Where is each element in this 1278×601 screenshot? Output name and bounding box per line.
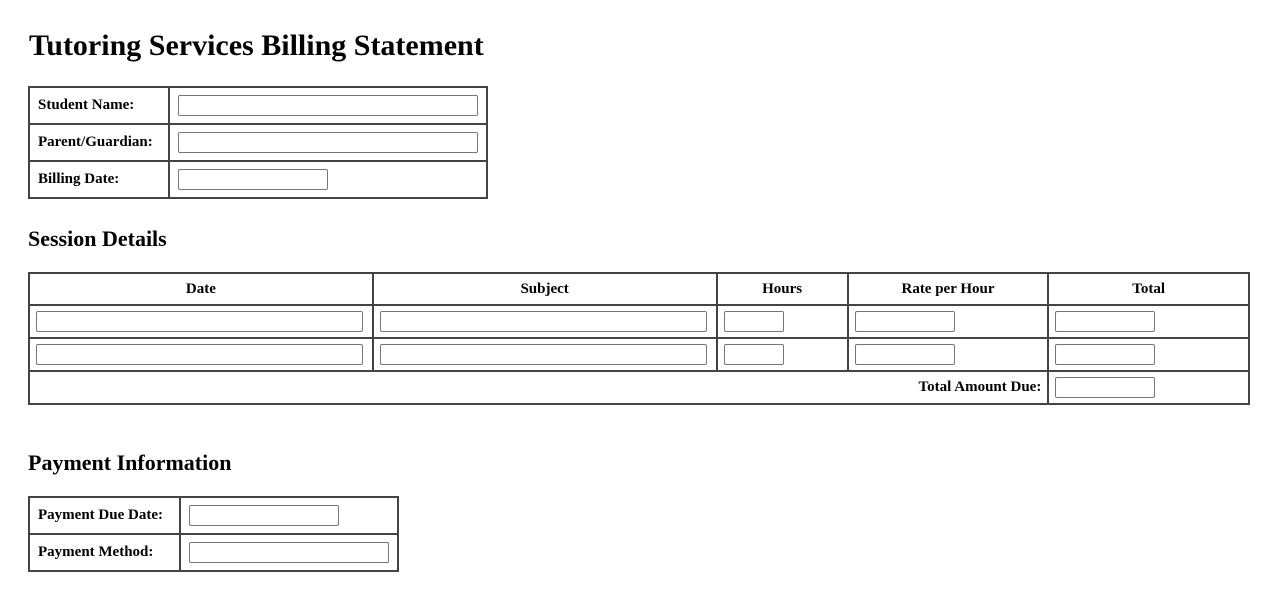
date-cell [28,304,374,339]
billing-date-row: Billing Date: [28,160,488,199]
parent-guardian-row: Parent/Guardian: [28,123,488,162]
session-subject-input[interactable] [379,344,707,365]
student-name-row: Student Name: [28,86,488,125]
session-header-row: Date Subject Hours Rate per Hour Total [28,272,1250,306]
total-amount-due-label: Total Amount Due: [27,370,1050,405]
parent-guardian-input[interactable] [178,132,478,153]
session-details-heading: Session Details [28,226,167,251]
student-name-input[interactable] [178,95,478,116]
payment-due-date-cell [179,496,399,535]
rate-cell [846,337,1050,372]
column-header-hours: Hours [715,272,849,306]
student-name-label: Student Name: [28,86,170,125]
session-total-input[interactable] [1055,344,1156,365]
total-due-row: Total Amount Due: [27,370,1250,405]
parent-guardian-cell [168,123,488,162]
session-row [28,337,1250,372]
payment-method-input[interactable] [189,542,389,563]
rate-cell [846,304,1050,339]
payment-method-cell [179,533,399,572]
session-hours-input[interactable] [723,344,784,365]
payment-method-row: Payment Method: [28,533,399,572]
session-date-input[interactable] [36,311,363,332]
total-cell [1047,304,1250,339]
payment-due-date-row: Payment Due Date: [28,496,399,535]
student-name-cell [168,86,488,125]
session-total-input[interactable] [1055,311,1156,332]
session-subject-input[interactable] [379,311,707,332]
session-hours-input[interactable] [723,311,784,332]
payment-due-date-label: Payment Due Date: [28,496,181,535]
billing-date-label: Billing Date: [28,160,170,199]
total-amount-due-cell [1047,370,1250,405]
subject-cell [371,304,718,339]
page-title: Tutoring Services Billing Statement [29,29,484,62]
hours-cell [715,337,849,372]
payment-due-date-input[interactable] [189,505,339,526]
session-row [28,304,1250,339]
billing-date-input[interactable] [178,169,328,190]
session-rate-input[interactable] [854,311,955,332]
column-header-rate: Rate per Hour [846,272,1050,306]
column-header-total: Total [1047,272,1250,306]
payment-info-table: Payment Due Date: Payment Method: [28,496,399,572]
session-rate-input[interactable] [854,344,955,365]
column-header-date: Date [28,272,374,306]
hours-cell [715,304,849,339]
student-info-table: Student Name: Parent/Guardian: Billing D… [28,86,488,199]
session-date-input[interactable] [36,344,363,365]
total-amount-due-input[interactable] [1055,377,1156,398]
total-cell [1047,337,1250,372]
parent-guardian-label: Parent/Guardian: [28,123,170,162]
billing-date-cell [168,160,488,199]
date-cell [28,337,374,372]
session-details-table: Date Subject Hours Rate per Hour Total T… [27,272,1250,405]
subject-cell [371,337,718,372]
column-header-subject: Subject [371,272,718,306]
payment-method-label: Payment Method: [28,533,181,572]
payment-information-heading: Payment Information [28,450,232,475]
